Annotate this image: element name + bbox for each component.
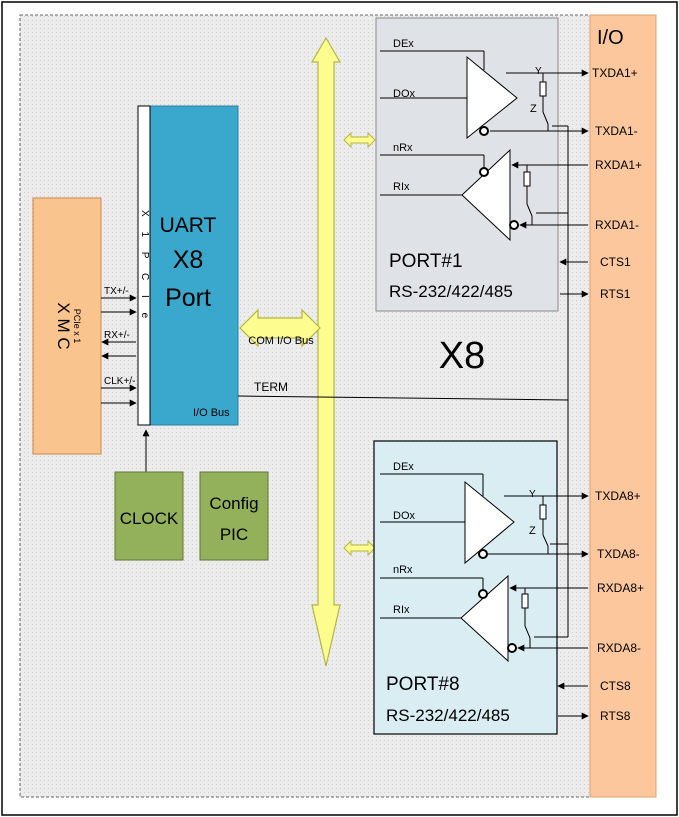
tx-signal-label: TX+/- xyxy=(104,286,129,297)
port1-bus-connector xyxy=(343,131,376,149)
com-io-bus-arrow xyxy=(239,308,321,348)
port1-nrx-label: nRx xyxy=(393,142,413,154)
pcie-bus-strip xyxy=(137,105,151,426)
port8-standard: RS-232/422/485 xyxy=(386,706,510,725)
term-label: TERM xyxy=(254,380,288,394)
uart-line1: UART xyxy=(160,214,217,237)
clock-label: CLOCK xyxy=(120,509,179,528)
uart-line3: Port xyxy=(165,284,211,312)
uart-io-bus-label: I/O Bus xyxy=(193,407,230,419)
port8-signal-rxd-minus: RXDA8- xyxy=(597,641,641,655)
io-label: I/O xyxy=(597,27,624,49)
clock-box xyxy=(114,471,184,561)
port8-nrx-label: nRx xyxy=(393,564,413,576)
vertical-bus-arrow xyxy=(310,36,342,667)
port1-z-label: Z xyxy=(530,103,537,115)
xmc-signal-lines xyxy=(101,294,137,407)
port1-rx-enable-bubble xyxy=(479,167,489,177)
uart-line2: X8 xyxy=(173,246,204,274)
port8-do-label: DOx xyxy=(393,510,416,522)
port8-signal-rts: RTS8 xyxy=(600,709,631,723)
pcie-bus-label: X 1 P C I e xyxy=(139,210,150,324)
port1-driver-bubble xyxy=(479,126,489,136)
port8-wiring xyxy=(380,473,589,720)
port8-rx-enable-bubble xyxy=(478,589,488,599)
board-label: X8 xyxy=(439,335,485,377)
rx-signal-label: RX+/- xyxy=(104,330,130,341)
board-area xyxy=(19,14,657,798)
port8-ri-label: RIx xyxy=(393,604,410,616)
port1-do-label: DOx xyxy=(393,88,416,100)
port1-signal-rxd-minus: RXDA1- xyxy=(595,218,639,232)
port1-signal-cts: CTS1 xyxy=(600,255,631,269)
port1-receiver-bubble xyxy=(509,220,519,230)
port8-de-label: DEx xyxy=(393,461,414,473)
xmc-block xyxy=(32,197,102,455)
port8-name: PORT#8 xyxy=(386,674,460,695)
port8-signal-rxd-plus: RXDA8+ xyxy=(597,581,644,595)
port1-ri-label: RIx xyxy=(393,181,410,193)
clk-signal-label: CLK+/- xyxy=(104,376,135,387)
port1-signal-txd-minus: TXDA1- xyxy=(595,124,638,138)
port1-signal-txd-plus: TXDA1+ xyxy=(592,66,638,80)
config-line1: Config xyxy=(209,494,258,513)
port8-signal-cts: CTS8 xyxy=(600,679,631,693)
config-pic-box xyxy=(199,471,269,561)
port1-signal-rxd-plus: RXDA1+ xyxy=(595,158,642,172)
uart-block xyxy=(149,105,239,426)
port8-y-label: Y xyxy=(529,489,536,500)
port8-signal-txd-minus: TXDA8- xyxy=(597,547,640,561)
xmc-subtitle: PCIe x 1 xyxy=(72,309,82,344)
port1-de-label: DEx xyxy=(393,38,414,50)
io-strip xyxy=(589,14,657,798)
port8-z-label: Z xyxy=(529,525,536,537)
config-line2: PIC xyxy=(220,525,248,544)
port1-y-label: Y xyxy=(535,66,542,77)
term-routing-lines xyxy=(534,125,569,638)
com-bus-label: COM I/O Bus xyxy=(248,335,314,347)
port8-receiver-bubble xyxy=(507,643,517,653)
term-line xyxy=(237,395,569,401)
port1-name: PORT#1 xyxy=(389,251,463,272)
port8-signal-txd-plus: TXDA8+ xyxy=(595,489,641,503)
port8-driver-bubble xyxy=(478,549,488,559)
xmc-title: X M C xyxy=(54,302,73,349)
port1-signal-rts: RTS1 xyxy=(600,287,631,301)
port1-standard: RS-232/422/485 xyxy=(389,282,513,301)
